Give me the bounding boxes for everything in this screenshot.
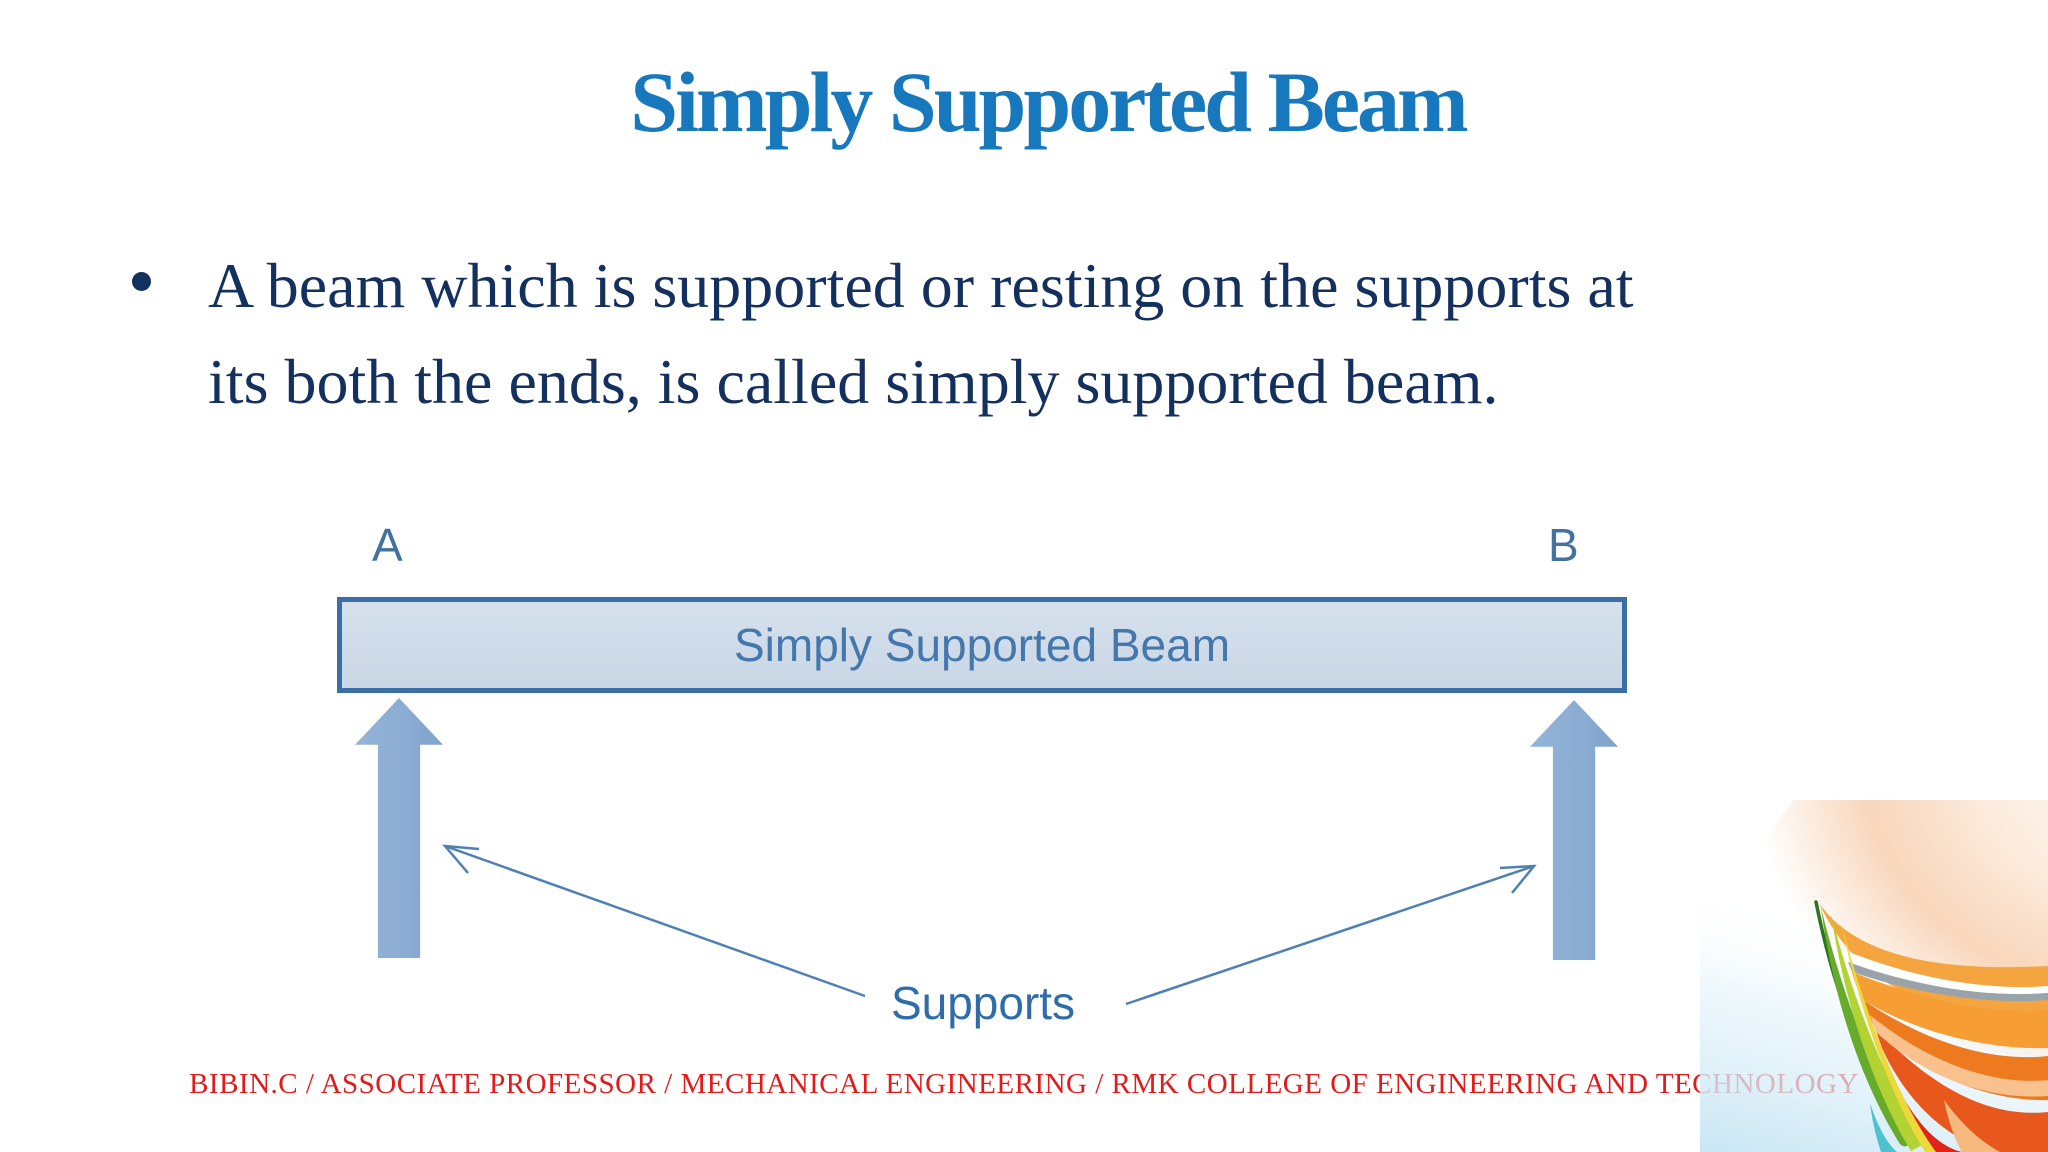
bullet-line-1: A beam which is supported or resting on … <box>208 250 1634 321</box>
swirl-band-deep-orange <box>1863 1000 2048 1101</box>
swirl-wedge-pale-orange <box>1944 1100 2000 1152</box>
pointer-arrow-right-line <box>1125 864 1535 1006</box>
bullet-line-2: its both the ends, is called simply supp… <box>208 346 1499 417</box>
beam-rectangle: Simply Supported Beam <box>337 597 1627 693</box>
pointer-arrow-left-head <box>442 844 480 874</box>
support-arrow-left <box>355 698 443 958</box>
page-title: Simply Supported Beam <box>630 54 1468 150</box>
swirl-arc-gray <box>1848 962 2048 1002</box>
footer-credit: BIBIN.C / ASSOCIATE PROFESSOR / MECHANIC… <box>189 1068 1859 1100</box>
bullet-paragraph: A beam which is supported or resting on … <box>208 238 1634 430</box>
pointer-arrow-left-line <box>444 844 866 998</box>
swirl-band-orange <box>1852 972 2048 1049</box>
decorative-swirl-graphic <box>1700 800 2048 1152</box>
bullet-marker <box>132 272 151 291</box>
supports-label: Supports <box>890 977 1076 1029</box>
swirl-stripe-peach <box>1870 1015 2048 1097</box>
pointer-arrow-right-head <box>1499 864 1537 894</box>
support-arrow-right <box>1530 700 1618 960</box>
swirl-band-red-orange <box>1875 1028 2048 1152</box>
beam-label: Simply Supported Beam <box>733 619 1231 671</box>
beam-end-label-b: B <box>1548 519 1579 571</box>
beam-end-label-a: A <box>372 519 403 571</box>
swirl-sliver-teal <box>1870 1103 1897 1152</box>
swirl-arc-white <box>1844 950 2048 995</box>
